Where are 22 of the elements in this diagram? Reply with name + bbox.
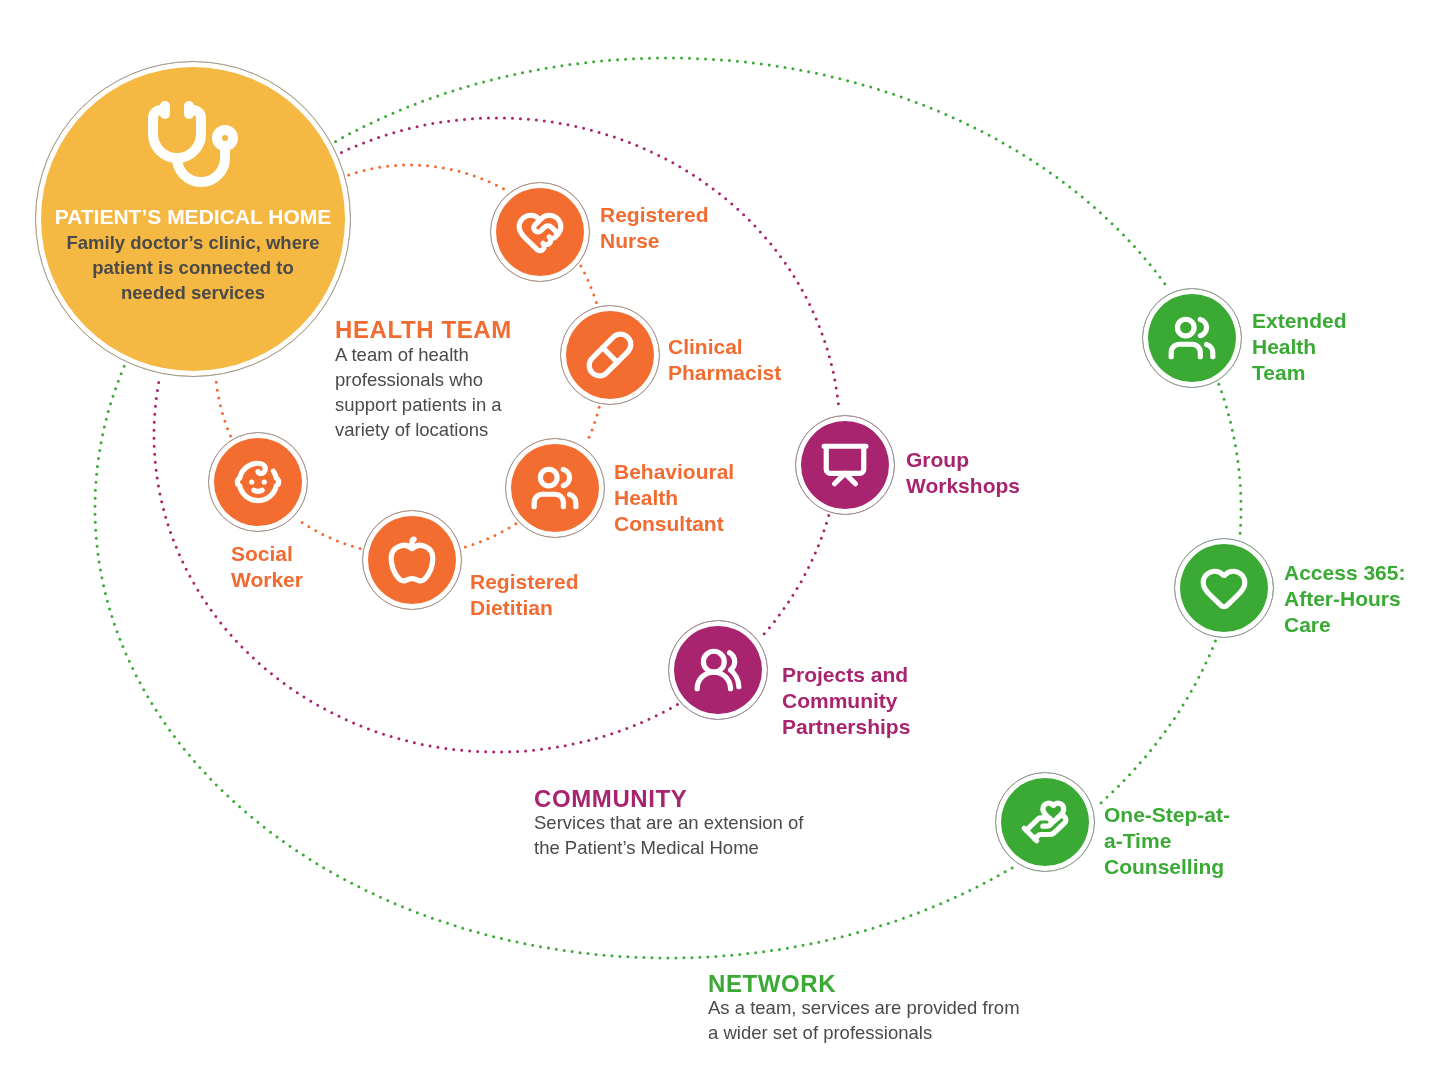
dotted-connector bbox=[93, 363, 1014, 960]
dotted-connector bbox=[347, 163, 508, 192]
service-label: Access 365: After-Hours Care bbox=[1284, 560, 1407, 638]
service-label: Registered Dietitian bbox=[470, 569, 580, 621]
section-heading: COMMUNITY bbox=[534, 784, 688, 814]
service-label: One-Step-at-a-Time Counselling bbox=[1104, 802, 1231, 880]
service-label: Registered Nurse bbox=[600, 202, 710, 254]
dotted-connector bbox=[462, 522, 518, 549]
section-description: As a team, services are provided from a wider set of professionals bbox=[708, 996, 1021, 1045]
node-description: Family doctor’s clinic, where patient is connected to needed services bbox=[65, 231, 321, 305]
service-label: Group Workshops bbox=[906, 447, 1021, 499]
service-label: Extended Health Team bbox=[1252, 308, 1348, 386]
service-label: Behavioural Health Consultant bbox=[614, 459, 736, 537]
section-heading: HEALTH TEAM bbox=[335, 315, 512, 345]
dotted-connector bbox=[579, 264, 599, 305]
service-label: Clinical Pharmacist bbox=[668, 334, 783, 386]
service-label: Projects and Community Partnerships bbox=[782, 662, 912, 740]
section-description: Services that are an extension of the Patient’s Medical Home bbox=[534, 811, 805, 860]
section-description: A team of health professionals who support patients in a variety of locations bbox=[335, 343, 503, 442]
section-heading: NETWORK bbox=[708, 969, 837, 999]
node-title: PATIENT’S MEDICAL HOME bbox=[54, 204, 332, 230]
service-label: Social Worker bbox=[231, 541, 304, 593]
